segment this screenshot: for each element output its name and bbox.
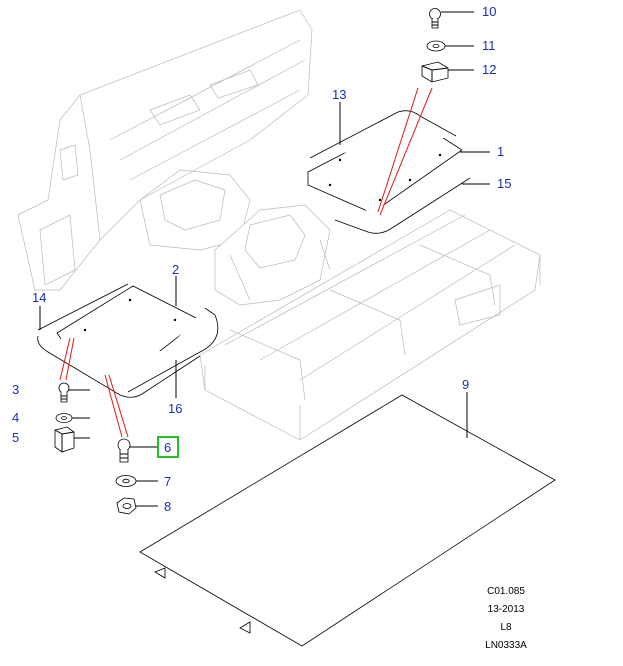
screw-10[interactable] bbox=[429, 8, 441, 29]
lower-seal-strip-14[interactable] bbox=[37, 283, 201, 398]
screw-6[interactable] bbox=[117, 438, 131, 463]
callout-13[interactable]: 13 bbox=[332, 87, 346, 102]
callout-labels: 10 11 12 13 1 15 2 14 3 4 5 6 7 8 9 16 bbox=[12, 4, 511, 514]
callout-9[interactable]: 9 bbox=[462, 377, 469, 392]
screw-3[interactable] bbox=[58, 382, 70, 403]
drawing-date: 13-2013 bbox=[487, 604, 525, 615]
floor-mat[interactable] bbox=[139, 394, 556, 647]
fastener-guide-lines bbox=[59, 87, 433, 438]
callout-7[interactable]: 7 bbox=[164, 474, 171, 489]
callout-2[interactable]: 2 bbox=[172, 262, 179, 277]
washer-7[interactable] bbox=[115, 475, 137, 487]
callout-3[interactable]: 3 bbox=[12, 382, 19, 397]
bulkhead-structure bbox=[17, 9, 313, 291]
nut-8[interactable] bbox=[116, 497, 137, 515]
callout-6[interactable]: 6 bbox=[164, 440, 171, 455]
washer-11[interactable] bbox=[426, 40, 446, 52]
callout-8[interactable]: 8 bbox=[164, 499, 171, 514]
upper-seal-strip-13[interactable] bbox=[309, 110, 457, 159]
clip-nut-12[interactable] bbox=[421, 61, 449, 83]
drawing-reference: LN0333A bbox=[485, 640, 527, 651]
callout-4[interactable]: 4 bbox=[12, 410, 19, 425]
lower-seal-strip-16[interactable] bbox=[127, 307, 219, 393]
selected-callout-box bbox=[157, 436, 179, 458]
clip-nut-5[interactable] bbox=[54, 426, 75, 453]
callout-1[interactable]: 1 bbox=[497, 144, 504, 159]
drawing-code: C01.085 bbox=[487, 586, 525, 597]
callout-5[interactable]: 5 bbox=[12, 430, 19, 445]
washer-4[interactable] bbox=[55, 413, 73, 423]
upper-seal-strip-15[interactable] bbox=[334, 177, 471, 234]
callout-12[interactable]: 12 bbox=[482, 62, 496, 77]
callout-10[interactable]: 10 bbox=[482, 4, 496, 19]
leader-lines bbox=[39, 11, 490, 507]
callout-15[interactable]: 15 bbox=[497, 176, 511, 191]
chassis-frame bbox=[199, 209, 541, 441]
drawing-model: L8 bbox=[500, 622, 512, 633]
callout-14[interactable]: 14 bbox=[32, 290, 46, 305]
tunnel-housing bbox=[214, 204, 331, 306]
callout-16[interactable]: 16 bbox=[168, 401, 182, 416]
callout-11[interactable]: 11 bbox=[482, 38, 496, 53]
